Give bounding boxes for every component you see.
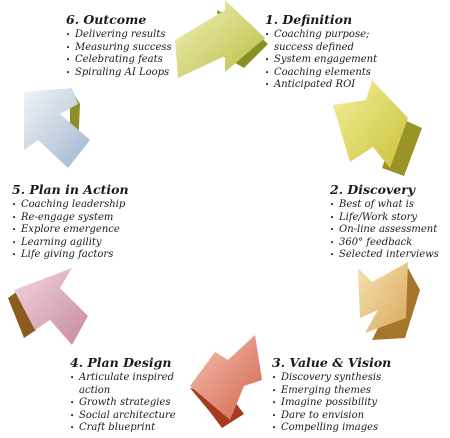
stage-item: On-line assessment: [330, 224, 439, 237]
arrow-lower-left: [8, 268, 88, 345]
stage-item: Coaching purpose;: [265, 29, 377, 42]
stage-item: Articulate inspired: [70, 372, 176, 385]
stage-item: success defined: [274, 41, 354, 53]
stage-item: System engagement: [265, 54, 377, 67]
stage-title: 5. Plan in Action: [12, 182, 129, 197]
stage-definition: 1. Definition Coaching purpose; success …: [265, 12, 377, 92]
stage-value-vision: 3. Value & Vision Discovery synthesis Em…: [272, 355, 391, 435]
stage-item: Selected interviews: [330, 249, 439, 262]
stage-plan-in-action: 5. Plan in Action Coaching leadership Re…: [12, 182, 129, 262]
stage-item: Coaching elements: [265, 67, 377, 80]
stage-title: 1. Definition: [265, 12, 353, 27]
stage-item: Anticipated ROI: [265, 79, 377, 92]
stage-item: Delivering results: [66, 29, 172, 42]
stage-item: Learning agility: [12, 237, 129, 250]
stage-item: Life/Work story: [330, 212, 439, 225]
stage-outcome: 6. Outcome Delivering results Measuring …: [66, 12, 172, 79]
stage-item: Coaching leadership: [12, 199, 129, 212]
stage-item: Best of what is: [330, 199, 439, 212]
stage-item: Compelling images: [272, 422, 391, 435]
stage-item: Craft blueprint: [70, 422, 176, 435]
arrow-lower-right: [358, 262, 420, 340]
arrow-upper-left: [24, 88, 90, 168]
stage-item: Spiraling AI Loops: [66, 67, 172, 80]
stage-item: Emerging themes: [272, 385, 391, 398]
stage-item: 360° feedback: [330, 237, 439, 250]
arrow-top: [175, 0, 268, 78]
stage-item: Social architecture: [70, 410, 176, 423]
stage-discovery: 2. Discovery Best of what is Life/Work s…: [330, 182, 439, 262]
arrow-bottom: [190, 335, 262, 428]
stage-title: 6. Outcome: [66, 12, 147, 27]
stage-item: Imagine possibility: [272, 397, 391, 410]
stage-item: Measuring success: [66, 42, 172, 55]
stage-item: action: [79, 384, 111, 396]
stage-item: Growth strategies: [70, 397, 176, 410]
stage-item: Explore emergence: [12, 224, 129, 237]
stage-item: Discovery synthesis: [272, 372, 391, 385]
stage-plan-design: 4. Plan Design Articulate inspired actio…: [70, 355, 176, 435]
arrow-upper-right: [333, 80, 422, 176]
stage-item: Life giving factors: [12, 249, 129, 262]
stage-title: 2. Discovery: [330, 182, 416, 197]
stage-title: 3. Value & Vision: [272, 355, 392, 370]
stage-title: 4. Plan Design: [70, 355, 172, 370]
stage-item: Dare to envision: [272, 410, 391, 423]
stage-item: Re-engage system: [12, 212, 129, 225]
stage-item: Celebrating feats: [66, 54, 172, 67]
